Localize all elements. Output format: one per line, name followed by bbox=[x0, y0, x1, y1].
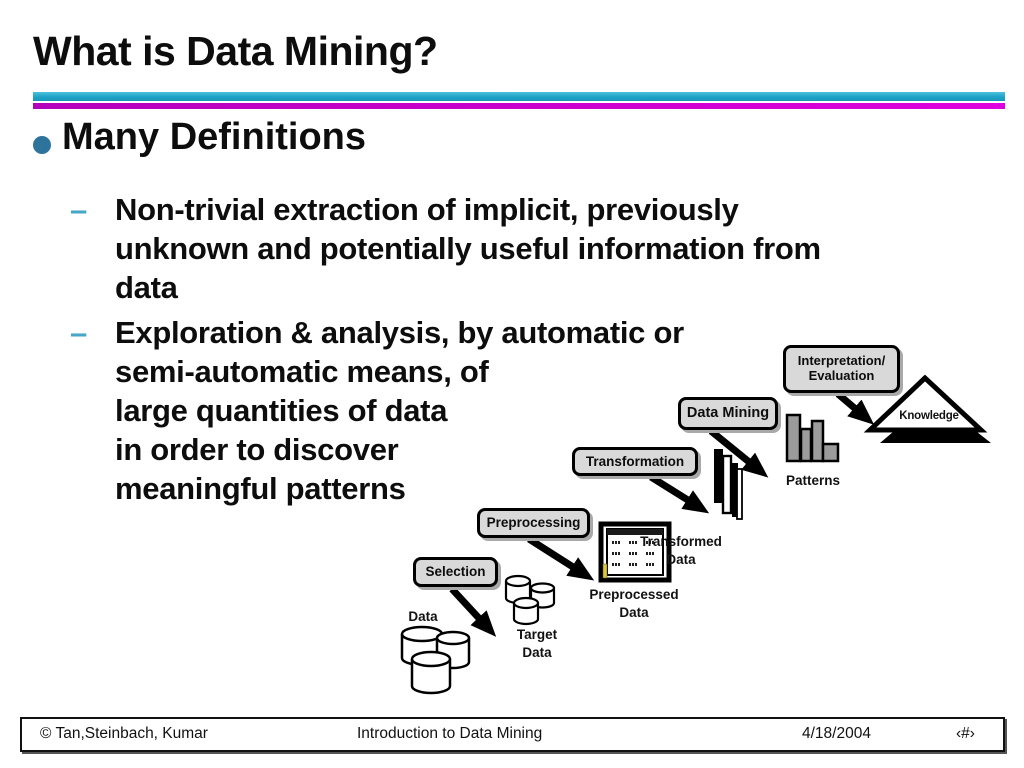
footer-date: 4/18/2004 bbox=[802, 725, 871, 742]
dash-bullet-icon: – bbox=[70, 192, 88, 227]
step-label-line: Evaluation bbox=[808, 368, 875, 383]
sub-bullet-2: Exploration & analysis, by automatic or … bbox=[115, 313, 684, 508]
database-cylinders-small-icon bbox=[504, 574, 556, 626]
step-label: Preprocessing bbox=[486, 515, 581, 531]
stacked-slivers-icon bbox=[714, 449, 743, 520]
label-line: Target bbox=[516, 627, 558, 642]
sub-bullet-1-line: Non-trivial extraction of implicit, prev… bbox=[115, 192, 739, 227]
footer-page-number: ‹#› bbox=[956, 725, 975, 742]
step-label: Interpretation/ Evaluation bbox=[798, 354, 885, 383]
sub-bullet-2-line: Exploration & analysis, by automatic or bbox=[115, 315, 684, 350]
sub-bullet-1: Non-trivial extraction of implicit, prev… bbox=[115, 190, 821, 307]
step-label: Selection bbox=[425, 564, 486, 580]
bullet-main-text: Many Definitions bbox=[62, 116, 367, 158]
database-cylinders-icon bbox=[400, 625, 471, 695]
sub-bullet-1-line: data bbox=[115, 270, 178, 305]
footer-course-title: Introduction to Data Mining bbox=[357, 725, 543, 742]
label-line: Data bbox=[619, 604, 649, 620]
step-box-interpretation-evaluation: Interpretation/ Evaluation bbox=[783, 345, 900, 393]
bullet-circle-icon bbox=[33, 136, 51, 154]
step-box-data-mining: Data Mining bbox=[678, 397, 778, 430]
arrow-data-mining bbox=[708, 428, 769, 478]
page-title: What is Data Mining? bbox=[33, 28, 438, 74]
label-line: Data bbox=[666, 551, 696, 567]
label-knowledge: Knowledge bbox=[899, 410, 959, 422]
step-label: Transformation bbox=[585, 453, 685, 469]
sub-bullet-2-line: large quantities of data bbox=[115, 393, 448, 428]
sub-bullet-2-line: semi-automatic means, of bbox=[115, 354, 489, 389]
arrow-selection bbox=[449, 586, 497, 637]
sub-bullet-1-line: unknown and potentially useful informati… bbox=[115, 231, 821, 266]
sub-bullet-2-line: in order to discover bbox=[115, 432, 399, 467]
arrow-preprocessing bbox=[527, 536, 595, 581]
slide-footer: © Tan,Steinbach, Kumar Introduction to D… bbox=[20, 717, 1005, 752]
label-target-data: Target Data bbox=[507, 626, 567, 661]
label-line: Transformed bbox=[640, 534, 722, 549]
step-box-selection: Selection bbox=[413, 557, 498, 587]
step-label-line: Interpretation/ bbox=[797, 353, 886, 369]
accent-bar-teal bbox=[33, 92, 1005, 101]
step-box-preprocessing: Preprocessing bbox=[477, 508, 590, 538]
label-data: Data bbox=[408, 609, 438, 624]
bar-chart-icon bbox=[785, 413, 840, 463]
step-box-transformation: Transformation bbox=[572, 447, 698, 476]
sub-bullet-2-line: meaningful patterns bbox=[115, 471, 406, 506]
accent-bar-magenta bbox=[33, 103, 1005, 109]
label-line: Preprocessed bbox=[589, 587, 679, 602]
step-label: Data Mining bbox=[686, 405, 770, 422]
arrow-interpretation bbox=[835, 391, 875, 425]
label-line: Data bbox=[522, 644, 552, 660]
label-patterns: Patterns bbox=[785, 473, 841, 488]
dash-bullet-icon: – bbox=[70, 315, 88, 350]
footer-copyright: © Tan,Steinbach, Kumar bbox=[40, 725, 208, 742]
label-preprocessed-data: Preprocessed Data bbox=[584, 586, 684, 621]
label-transformed-data: Transformed Data bbox=[636, 533, 726, 568]
